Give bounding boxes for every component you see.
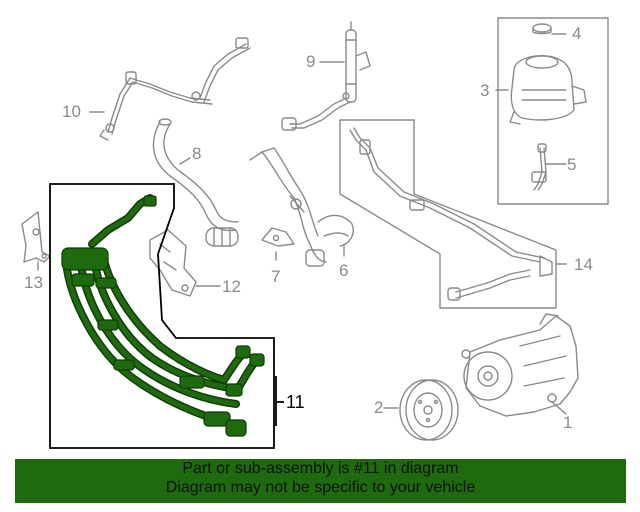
- callout-12[interactable]: 12: [222, 277, 241, 296]
- part-11-frame: [49, 183, 275, 449]
- part-9-sensor-line[interactable]: [281, 21, 371, 131]
- part-1-pump[interactable]: [461, 313, 579, 417]
- part-7-bracket[interactable]: [261, 227, 295, 247]
- callout-9[interactable]: 9: [306, 52, 316, 71]
- part-6-pressure-hose[interactable]: [249, 147, 354, 267]
- part-4-cap[interactable]: [532, 23, 552, 35]
- part-3-reservoir[interactable]: [497, 17, 609, 205]
- callout-4[interactable]: 4: [572, 24, 582, 43]
- callout-13[interactable]: 13: [24, 273, 43, 292]
- callout-1[interactable]: 1: [563, 413, 573, 432]
- banner-line-2: Diagram may not be specific to your vehi…: [165, 479, 476, 496]
- callout-8[interactable]: 8: [192, 144, 202, 163]
- callout-11[interactable]: 11: [286, 392, 305, 412]
- part-10-return-line[interactable]: [99, 37, 251, 141]
- banner-line-1: Part or sub-assembly is #11 in diagram: [182, 460, 459, 477]
- part-14-line-assembly[interactable]: [339, 119, 557, 309]
- callout-6[interactable]: 6: [339, 261, 349, 280]
- callout-3[interactable]: 3: [480, 81, 490, 100]
- part-2-pulley[interactable]: [399, 379, 459, 441]
- callout-10[interactable]: 10: [62, 102, 81, 121]
- part-11-hose-assembly[interactable]: [61, 194, 265, 437]
- info-banner: Part or sub-assembly is #11 in diagram D…: [15, 459, 626, 503]
- leader-lines: [37, 33, 567, 415]
- banner-background: [15, 459, 626, 503]
- part-12-bracket[interactable]: [149, 229, 197, 297]
- callout-7[interactable]: 7: [271, 267, 281, 286]
- part-5-sensor[interactable]: [531, 143, 547, 191]
- part-11-highlight[interactable]: [49, 183, 284, 449]
- callout-14[interactable]: 14: [574, 255, 593, 274]
- part-11-leader-line: [275, 376, 284, 426]
- callout-5[interactable]: 5: [567, 155, 577, 174]
- part-13-bracket[interactable]: [21, 211, 51, 263]
- part-8-hose[interactable]: [152, 118, 239, 247]
- callout-2[interactable]: 2: [374, 398, 384, 417]
